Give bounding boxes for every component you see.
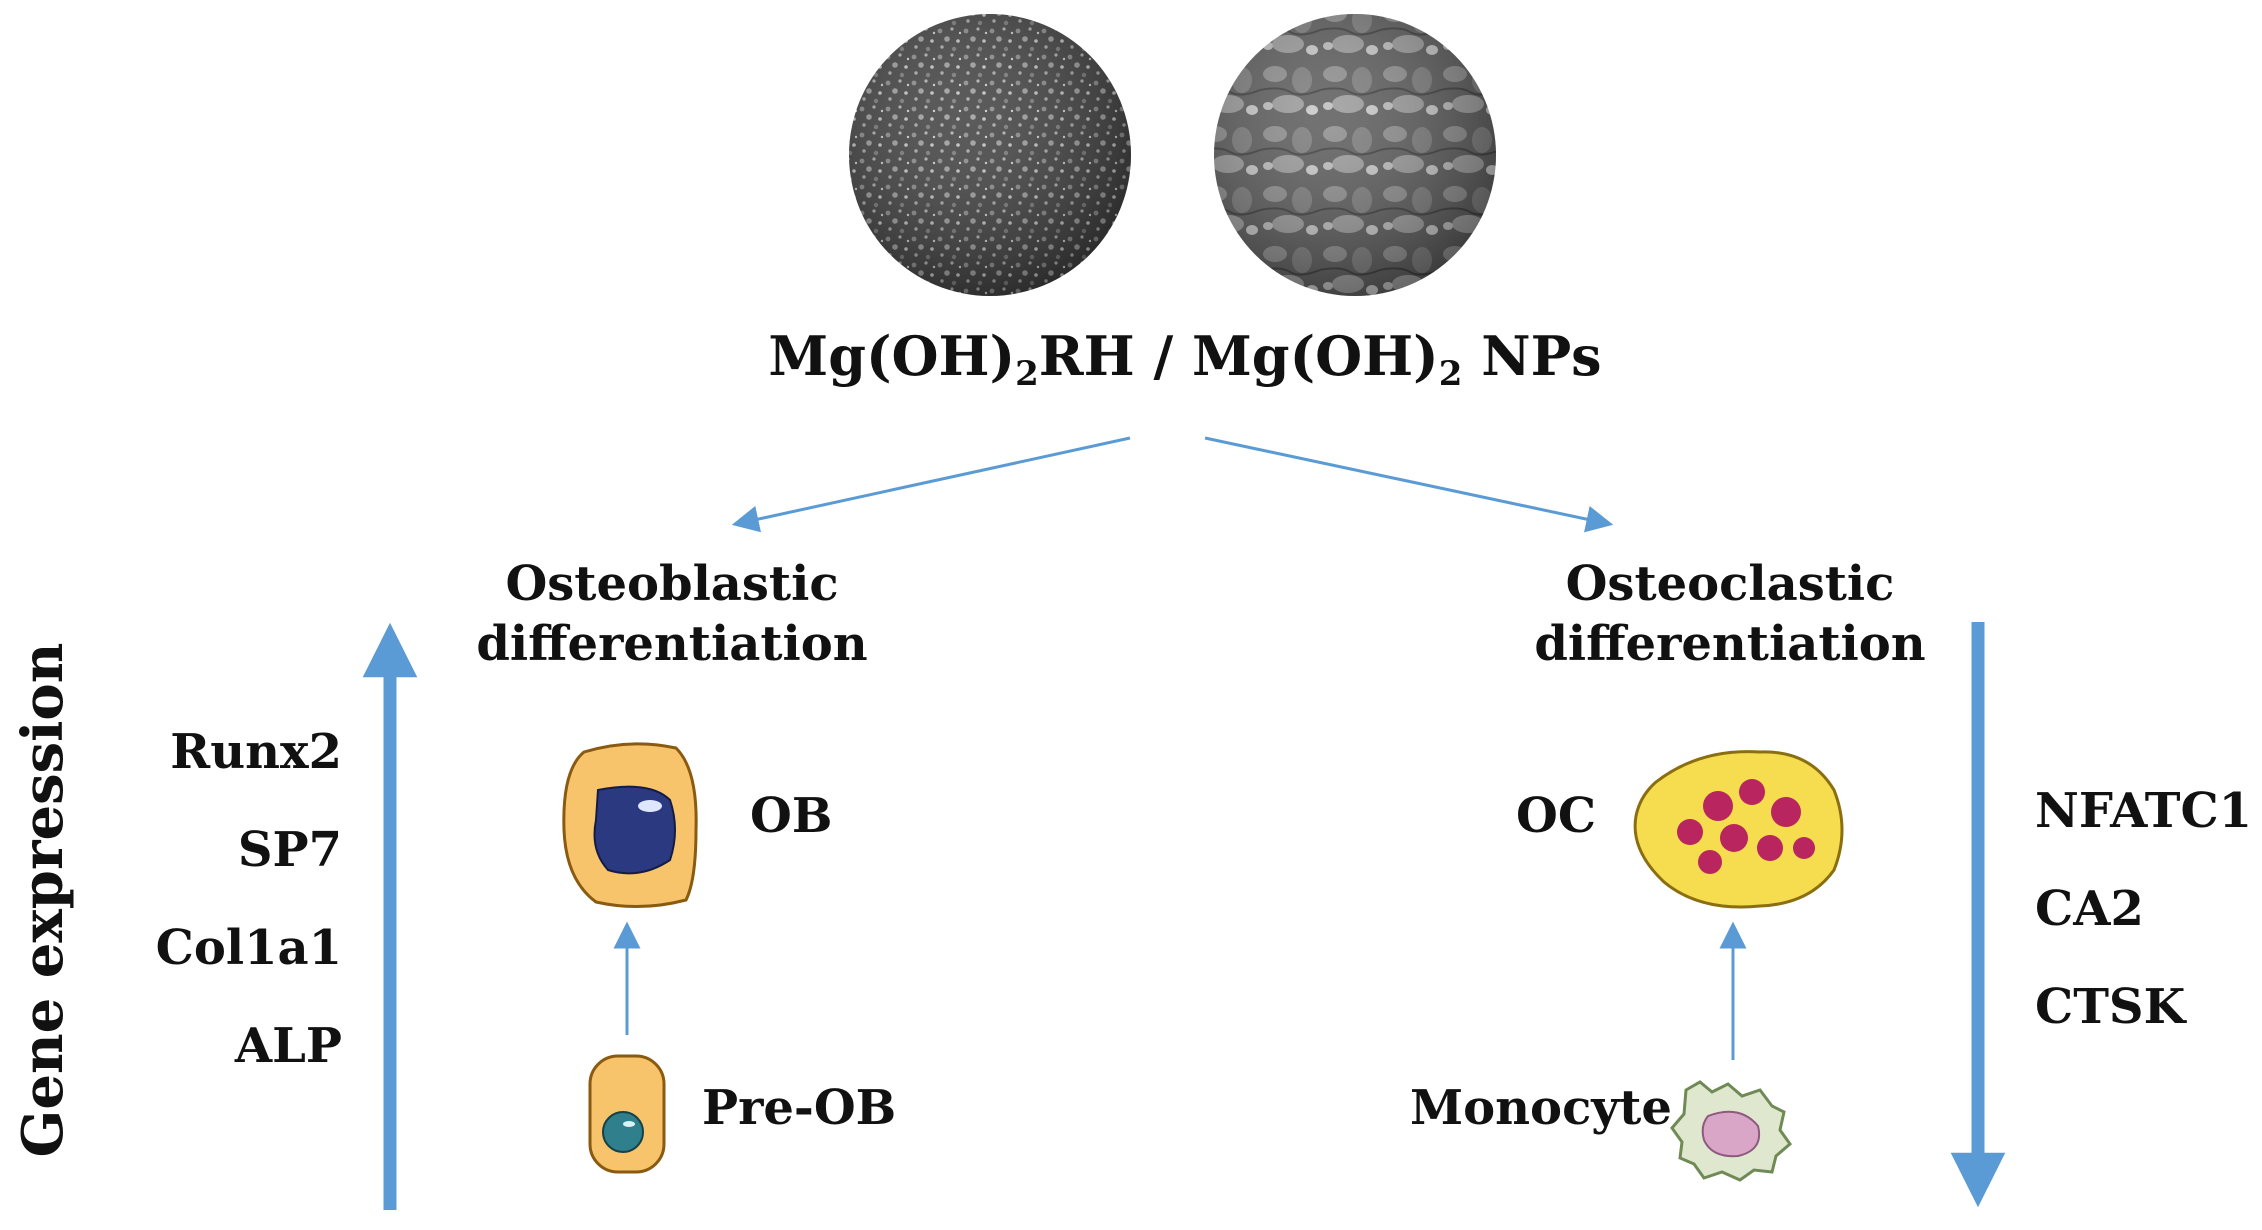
- arrow-to-osteoclastic: [1204, 436, 1614, 533]
- gene-expression-label: Gene expression: [10, 643, 76, 1158]
- monocyte-label: Monocyte: [1410, 1080, 1672, 1136]
- title: Mg(OH)2RH / Mg(OH)2 NPs: [768, 324, 1601, 394]
- oc-label: OC: [1516, 788, 1596, 844]
- arrow-to-osteoblastic: [731, 436, 1131, 533]
- osteoblastic-heading-line2: differentiation: [476, 616, 867, 672]
- osteoblast-gene-1: SP7: [238, 822, 342, 878]
- osteoclastic-heading-line2: differentiation: [1534, 616, 1925, 672]
- micrograph-nps: [1214, 14, 1496, 296]
- osteoblast-gene-2: Col1a1: [156, 920, 342, 976]
- osteoblast-gene-0: Runx2: [170, 724, 342, 780]
- osteoclast-gene-0: NFATC1: [2035, 783, 2252, 839]
- osteoblast-gene-3: ALP: [234, 1018, 342, 1074]
- osteoclast-gene-1: CA2: [2035, 881, 2144, 937]
- pre-ob-label: Pre-OB: [702, 1080, 896, 1136]
- ob-label: OB: [750, 788, 832, 844]
- oc-cell-icon: [1633, 750, 1844, 909]
- osteoclastic-heading-line1: Osteoclastic: [1566, 556, 1895, 612]
- pre-ob-cell-icon: [588, 1054, 666, 1174]
- osteoblastic-heading-line1: Osteoblastic: [505, 556, 838, 612]
- micrograph-rh: [849, 14, 1131, 296]
- osteoclast-gene-2: CTSK: [2035, 979, 2188, 1035]
- ob-cell-icon: [562, 742, 698, 908]
- monocyte-cell-icon: [1670, 1080, 1793, 1182]
